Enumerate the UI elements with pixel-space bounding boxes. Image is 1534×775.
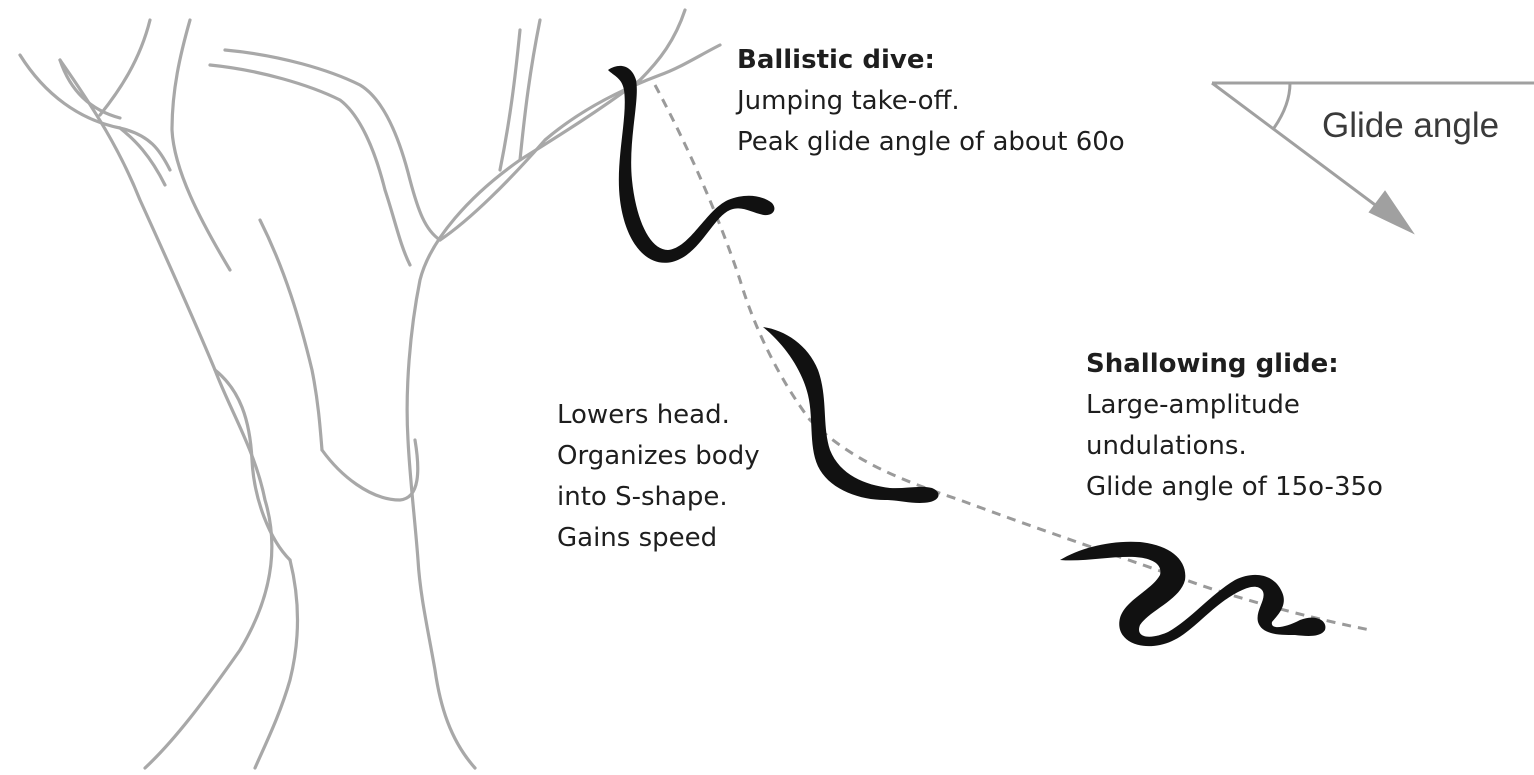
shallowing-glide-line-2: undulations. — [1086, 426, 1383, 467]
shallowing-glide-line-3: Glide angle of 15o-35o — [1086, 467, 1383, 508]
ballistic-dive-line-2: Peak glide angle of about 60o — [737, 122, 1125, 163]
lowers-head-line-3: into S-shape. — [557, 477, 760, 518]
glide-direction-line — [1212, 83, 1398, 222]
lowers-head-line-1: Lowers head. — [557, 395, 760, 436]
ballistic-dive-line-1: Jumping take-off. — [737, 81, 1125, 122]
shallowing-glide-caption: Shallowing glide: Large-amplitude undula… — [1086, 344, 1383, 508]
snake-s-shape — [763, 327, 939, 503]
angle-arc — [1274, 83, 1290, 128]
ballistic-dive-heading: Ballistic dive: — [737, 40, 1125, 81]
shallowing-glide-line-1: Large-amplitude — [1086, 385, 1383, 426]
lowers-head-line-4: Gains speed — [557, 518, 760, 559]
lowers-head-line-2: Organizes body — [557, 436, 760, 477]
snake-shallowing-glide — [1060, 542, 1325, 646]
arrowhead-icon — [1370, 192, 1412, 232]
lowers-head-caption: Lowers head. Organizes body into S-shape… — [557, 395, 760, 559]
ballistic-dive-caption: Ballistic dive: Jumping take-off. Peak g… — [737, 40, 1125, 163]
glide-angle-label: Glide angle — [1322, 106, 1499, 146]
tree-drawing — [20, 10, 720, 768]
shallowing-glide-heading: Shallowing glide: — [1086, 344, 1383, 385]
